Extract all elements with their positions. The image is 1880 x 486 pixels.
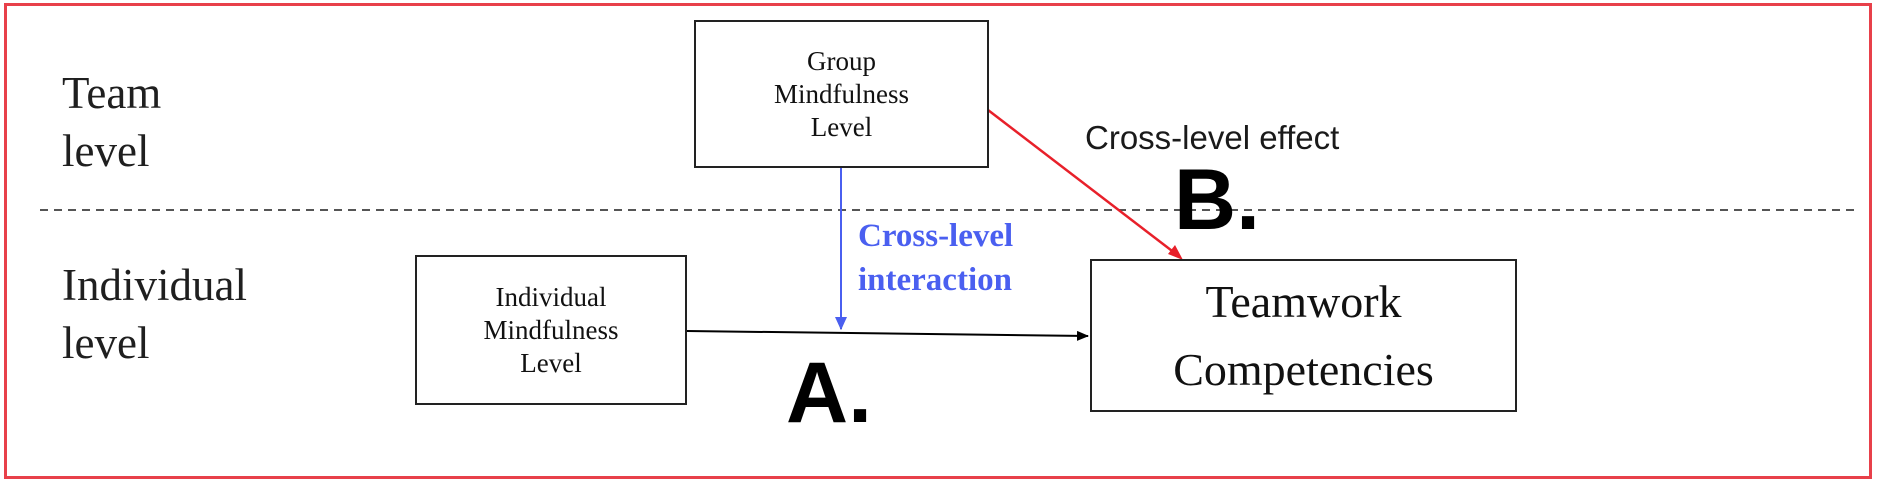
path-a-label: A. [786,345,872,441]
cross-level-effect-label: Cross-level effect [1085,119,1340,156]
group-mindfulness-label: Group Mindfulness Level [774,45,909,142]
cross-level-effect-arrow [987,109,1181,258]
cross-level-effect-arrowhead [1168,245,1183,260]
individual-mindfulness-label: Individual Mindfulness Level [483,281,619,378]
teamwork-competencies-label: Teamwork Competencies [1173,275,1434,395]
cross-level-interaction-label: Cross-level interaction [858,218,1014,298]
teamwork-competencies-box: Teamwork Competencies [1090,259,1517,412]
individual-mindfulness-box: Individual Mindfulness Level [415,255,687,405]
individual-to-teamwork-arrow [686,330,1089,341]
cross-level-interaction-arrowhead [835,317,847,330]
team-level-label: Team level [62,68,162,176]
path-b-label: B. [1174,152,1260,248]
group-mindfulness-box: Group Mindfulness Level [694,20,989,168]
individual-level-label: Individual level [62,260,247,368]
